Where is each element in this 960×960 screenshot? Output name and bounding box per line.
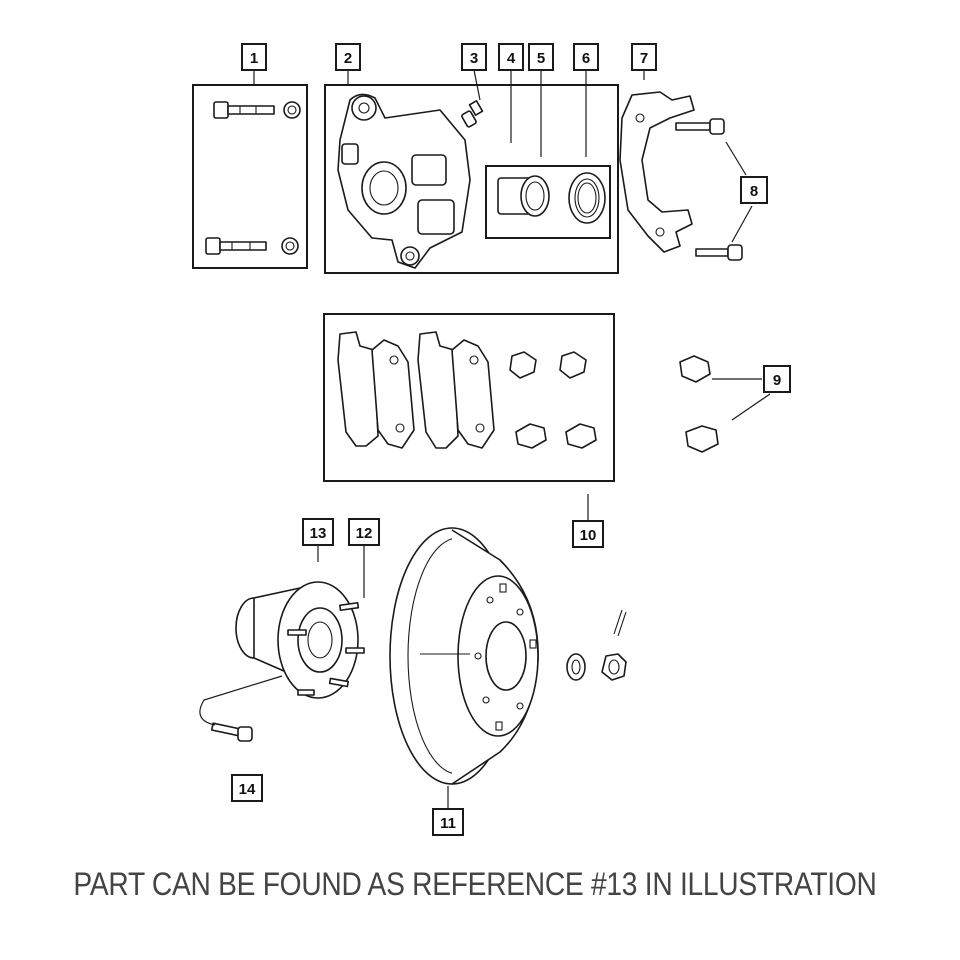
callout-13: 13 — [302, 518, 334, 546]
bleeder-screw — [461, 100, 484, 128]
hub-mounting-bolt — [210, 722, 253, 742]
group-frame-slide-pins — [192, 84, 308, 269]
brake-pad-inner — [337, 331, 415, 449]
callout-1: 1 — [241, 43, 267, 71]
group-frame-pad-kit — [323, 313, 615, 482]
brake-pad-outer — [417, 331, 495, 449]
callout-4: 4 — [498, 43, 524, 71]
pad-clip-upper-right — [559, 351, 587, 379]
slide-pin-bolt-upper — [213, 101, 301, 119]
callout-6: 6 — [573, 43, 599, 71]
callout-label-4: 4 — [507, 50, 516, 67]
callout-label-7: 7 — [640, 50, 648, 67]
callout-label-5: 5 — [537, 50, 545, 67]
cotter-pin — [613, 609, 627, 637]
callout-label-13: 13 — [310, 525, 327, 542]
callout-label-11: 11 — [440, 815, 456, 832]
leader-14 — [199, 675, 283, 726]
callout-11: 11 — [432, 808, 464, 836]
leader-8b — [731, 205, 753, 243]
brake-rotor — [389, 527, 539, 785]
pad-clip-upper-left — [509, 351, 537, 379]
leader-3 — [473, 69, 481, 101]
callout-label-6: 6 — [582, 50, 590, 67]
axle-nut — [601, 653, 627, 681]
pad-clip-lower-left — [515, 423, 547, 449]
pad-clip-lower-right — [565, 423, 597, 449]
slide-pin-bolt-lower — [205, 237, 299, 255]
leader-9b — [731, 393, 771, 421]
callout-label-14: 14 — [239, 781, 256, 798]
adapter-bolt-lower — [695, 244, 743, 261]
callout-label-12: 12 — [356, 525, 373, 542]
callout-label-1: 1 — [250, 50, 258, 67]
callout-5: 5 — [528, 43, 554, 71]
adapter-bolt-upper — [675, 118, 725, 135]
group-frame-piston-seal — [485, 165, 611, 239]
abutment-clip-upper — [679, 355, 711, 383]
callout-14: 14 — [231, 774, 263, 802]
callout-label-2: 2 — [344, 50, 352, 67]
piston-seal — [568, 172, 606, 224]
callout-9: 9 — [763, 365, 791, 393]
callout-label-9: 9 — [773, 372, 781, 389]
caliper-housing — [337, 93, 471, 269]
callout-label-3: 3 — [470, 50, 478, 67]
callout-12: 12 — [348, 518, 380, 546]
callout-10: 10 — [572, 520, 604, 548]
hub-washer — [566, 653, 586, 681]
callout-label-10: 10 — [580, 527, 597, 544]
caliper-adapter-bracket — [619, 91, 695, 253]
caliper-piston — [497, 175, 550, 217]
callout-7: 7 — [631, 43, 657, 71]
callout-label-8: 8 — [750, 183, 758, 200]
leader-8a — [725, 141, 747, 176]
reference-caption: PART CAN BE FOUND AS REFERENCE #13 IN IL… — [73, 866, 877, 902]
abutment-clip-lower — [685, 425, 719, 453]
callout-3: 3 — [461, 43, 487, 71]
group-frame-caliper — [324, 84, 619, 274]
callout-2: 2 — [335, 43, 361, 71]
callout-8: 8 — [740, 176, 768, 204]
hub-bearing-assembly — [235, 581, 365, 699]
